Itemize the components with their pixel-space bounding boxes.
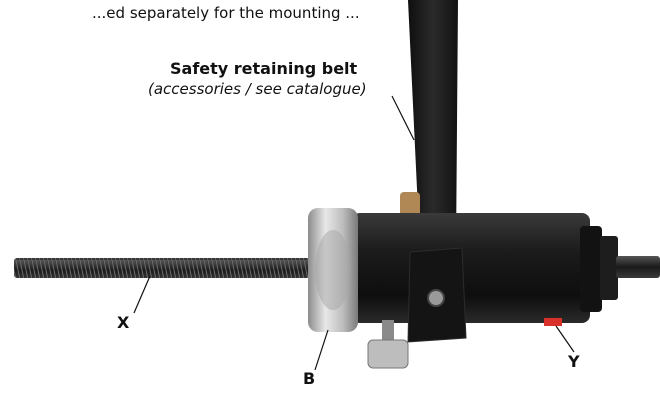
leader-y [555, 325, 575, 353]
leader-belt [391, 95, 415, 141]
leader-x [133, 275, 151, 314]
callout-b: B [303, 369, 316, 388]
callout-x: X [117, 313, 130, 332]
threaded-rod [14, 258, 314, 278]
cropped-top-caption: ...ed separately for the mounting ... [92, 4, 360, 22]
leader-b [314, 329, 329, 371]
belt-title: Safety retaining belt [170, 59, 358, 78]
red-marker [544, 318, 562, 326]
belt-subtitle: (accessories / see catalogue) [148, 80, 367, 98]
hydraulic-cylinder [352, 213, 590, 323]
safety-belt-strap [408, 0, 458, 252]
clamp-bolt [427, 289, 445, 307]
callout-y: Y [568, 352, 580, 371]
